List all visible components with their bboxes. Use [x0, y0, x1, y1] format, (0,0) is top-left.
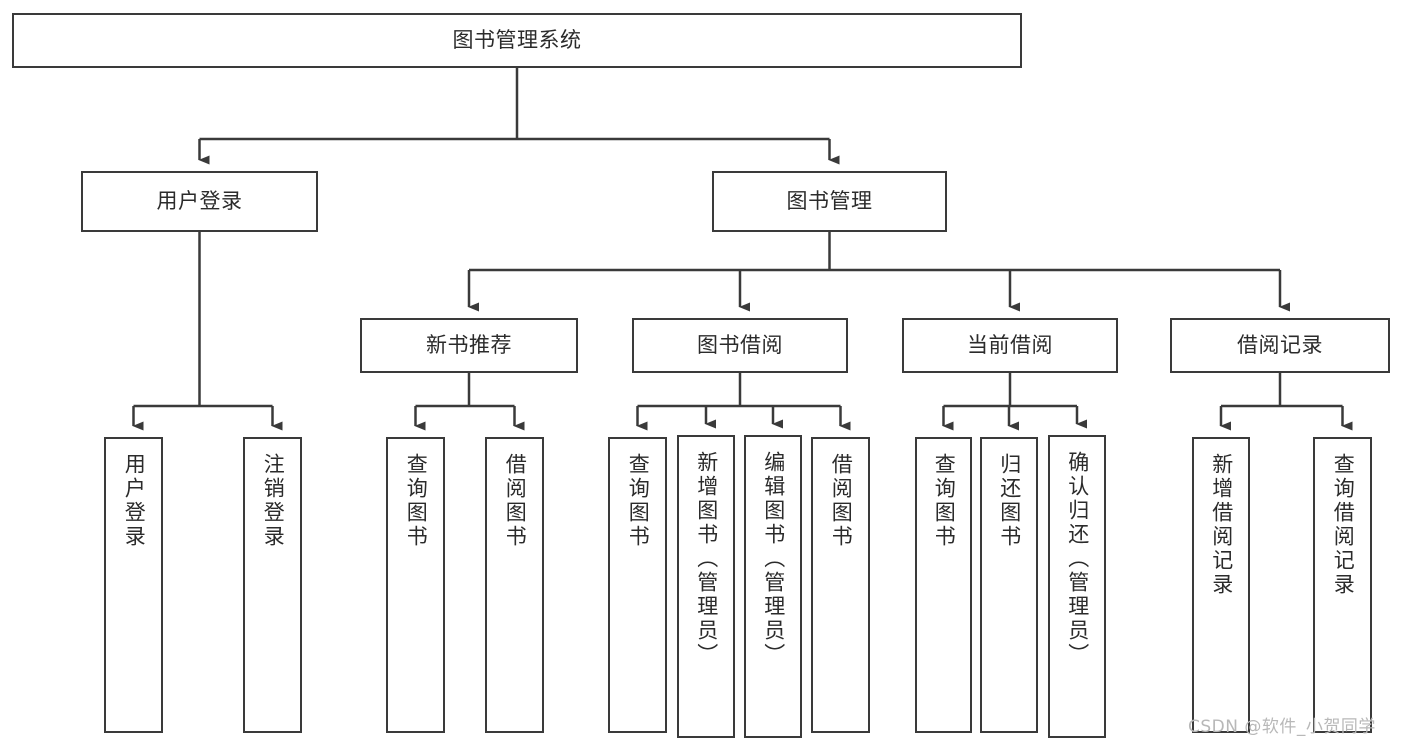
node-leaf-user-login[interactable]: 用户登录 — [104, 437, 163, 733]
node-leaf-borrow-book-1[interactable]: 借阅图书 — [485, 437, 544, 733]
node-leaf-add-record[interactable]: 新增借阅记录 — [1192, 437, 1250, 733]
node-leaf-query-book-3[interactable]: 查询图书 — [915, 437, 972, 733]
csdn-watermark: CSDN @软件_小贺同学 — [1188, 717, 1376, 737]
node-root[interactable]: 图书管理系统 — [12, 13, 1022, 68]
node-leaf-borrow-book-2[interactable]: 借阅图书 — [811, 437, 870, 733]
node-user-login[interactable]: 用户登录 — [81, 171, 318, 232]
node-label-leaf-query-record: 查询借阅记录 — [1331, 453, 1356, 597]
node-label-leaf-borrow-book-2: 借阅图书 — [829, 453, 854, 549]
node-leaf-confirm-return[interactable]: 确认归还（管理员） — [1048, 435, 1106, 738]
node-new-book-rec[interactable]: 新书推荐 — [360, 318, 578, 373]
node-label-current-borrow: 当前借阅 — [967, 332, 1053, 357]
node-label-book-manage: 图书管理 — [786, 188, 873, 213]
node-leaf-logout[interactable]: 注销登录 — [243, 437, 302, 733]
node-label-leaf-query-book-2: 查询图书 — [626, 453, 651, 549]
node-leaf-return-book[interactable]: 归还图书 — [980, 437, 1038, 733]
node-current-borrow[interactable]: 当前借阅 — [902, 318, 1118, 373]
node-label-new-book-rec: 新书推荐 — [426, 332, 512, 357]
node-leaf-query-book-2[interactable]: 查询图书 — [608, 437, 667, 733]
node-leaf-query-record[interactable]: 查询借阅记录 — [1313, 437, 1372, 733]
node-label-leaf-return-book: 归还图书 — [997, 453, 1022, 549]
node-book-manage[interactable]: 图书管理 — [712, 171, 947, 232]
node-label-leaf-query-book-3: 查询图书 — [932, 453, 957, 549]
node-label-leaf-borrow-book-1: 借阅图书 — [503, 453, 528, 549]
node-label-user-login: 用户登录 — [156, 188, 243, 213]
node-label-book-borrow: 图书借阅 — [697, 332, 783, 357]
node-leaf-edit-book[interactable]: 编辑图书（管理员） — [744, 435, 802, 738]
node-label-leaf-add-book: 新增图书（管理员） — [694, 451, 719, 667]
node-label-leaf-user-login: 用户登录 — [122, 453, 147, 549]
node-label-borrow-record: 借阅记录 — [1237, 332, 1323, 357]
node-label-leaf-confirm-return: 确认归还（管理员） — [1065, 451, 1090, 667]
node-label-leaf-query-book-1: 查询图书 — [404, 453, 429, 549]
node-label-leaf-logout: 注销登录 — [261, 453, 286, 549]
node-leaf-query-book-1[interactable]: 查询图书 — [386, 437, 445, 733]
node-leaf-add-book[interactable]: 新增图书（管理员） — [677, 435, 735, 738]
node-borrow-record[interactable]: 借阅记录 — [1170, 318, 1390, 373]
node-label-root: 图书管理系统 — [452, 27, 582, 52]
node-label-leaf-add-record: 新增借阅记录 — [1209, 453, 1234, 597]
node-book-borrow[interactable]: 图书借阅 — [632, 318, 848, 373]
node-label-leaf-edit-book: 编辑图书（管理员） — [761, 451, 786, 667]
